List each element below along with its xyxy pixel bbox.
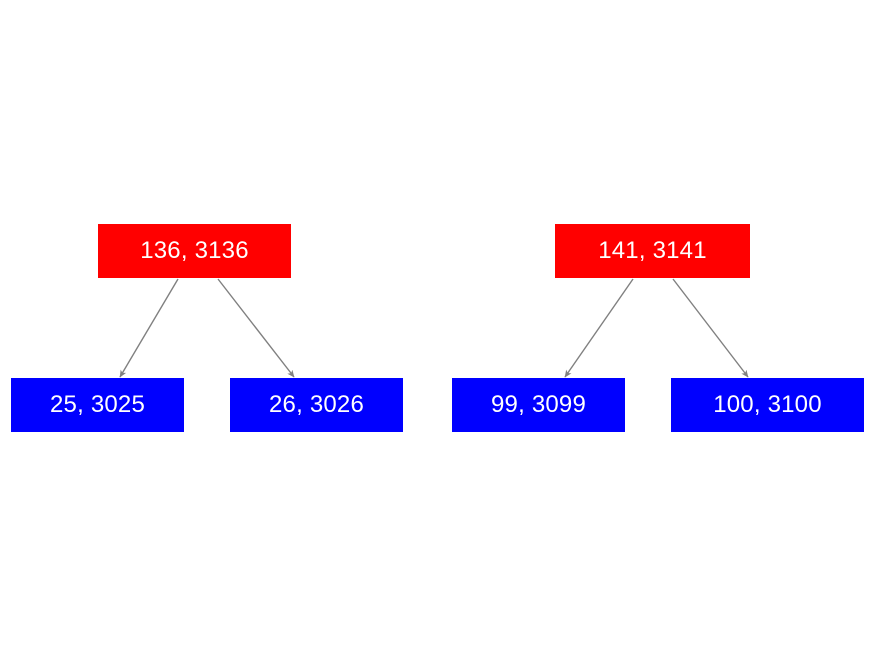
tree-edge-n141-to-n100 <box>672 278 749 378</box>
tree-edge-n136-to-n26 <box>217 278 295 378</box>
tree-node-label: 25, 3025 <box>49 391 146 418</box>
tree-node-n100[interactable]: 100, 3100 <box>671 378 864 432</box>
tree-node-n26[interactable]: 26, 3026 <box>230 378 403 432</box>
tree-node-label: 100, 3100 <box>713 391 822 418</box>
tree-node-label: 99, 3099 <box>490 391 587 418</box>
tree-node-label: 26, 3026 <box>268 391 365 418</box>
tree-edge-n136-to-n25 <box>119 278 179 378</box>
tree-node-n136[interactable]: 136, 3136 <box>98 224 291 278</box>
tree-edge-n141-to-n99 <box>564 278 634 378</box>
tree-node-n141[interactable]: 141, 3141 <box>555 224 750 278</box>
tree-node-n99[interactable]: 99, 3099 <box>452 378 625 432</box>
tree-node-label: 141, 3141 <box>598 237 707 264</box>
tree-node-label: 136, 3136 <box>140 237 249 264</box>
tree-node-n25[interactable]: 25, 3025 <box>11 378 184 432</box>
